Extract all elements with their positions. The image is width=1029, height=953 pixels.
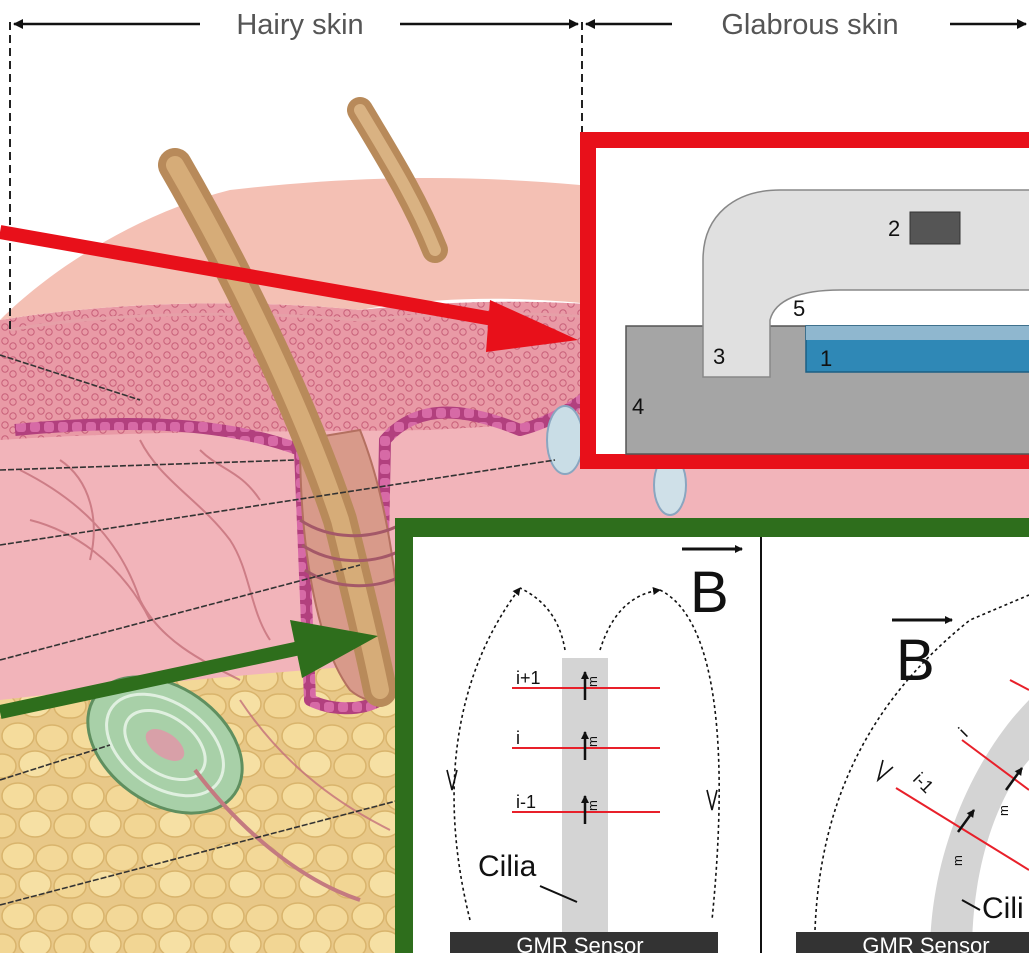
b-field-label-right: B: [896, 628, 935, 693]
label-5: 5: [793, 296, 805, 321]
b-field-label-left: B: [690, 560, 729, 625]
label-1: 1: [820, 346, 832, 371]
cilia-label-right: Cili: [982, 892, 1024, 925]
bent-moment-label-1: m: [950, 855, 965, 866]
gmr-sensor-label-left: GMR Sensor: [516, 933, 643, 953]
green-inset-cilia-panels: B i+1 i i-1 m m m Cilia GMR Sensor: [395, 518, 1029, 953]
moment-label-2: m: [585, 736, 600, 747]
bent-moment-label-2: m: [996, 805, 1011, 816]
layer-label-i-minus-1: i-1: [516, 792, 536, 812]
magnetic-element: [910, 212, 960, 244]
label-4: 4: [632, 394, 644, 419]
moment-label-3: m: [585, 800, 600, 811]
label-2: 2: [888, 216, 900, 241]
meissner-corpuscle: [547, 406, 583, 474]
label-3: 3: [713, 344, 725, 369]
hairy-skin-label: Hairy skin: [236, 9, 363, 41]
layer-label-i: i: [516, 728, 520, 748]
cilia-label-left: Cilia: [478, 850, 537, 883]
red-inset-sensor-cross-section: 1 2 3 4 5: [580, 132, 1029, 469]
gmr-sensor-label-right: GMR Sensor: [862, 933, 989, 953]
moment-label-1: m: [585, 676, 600, 687]
glabrous-skin-label: Glabrous skin: [721, 9, 898, 41]
layer-label-i-plus-1: i+1: [516, 668, 541, 688]
